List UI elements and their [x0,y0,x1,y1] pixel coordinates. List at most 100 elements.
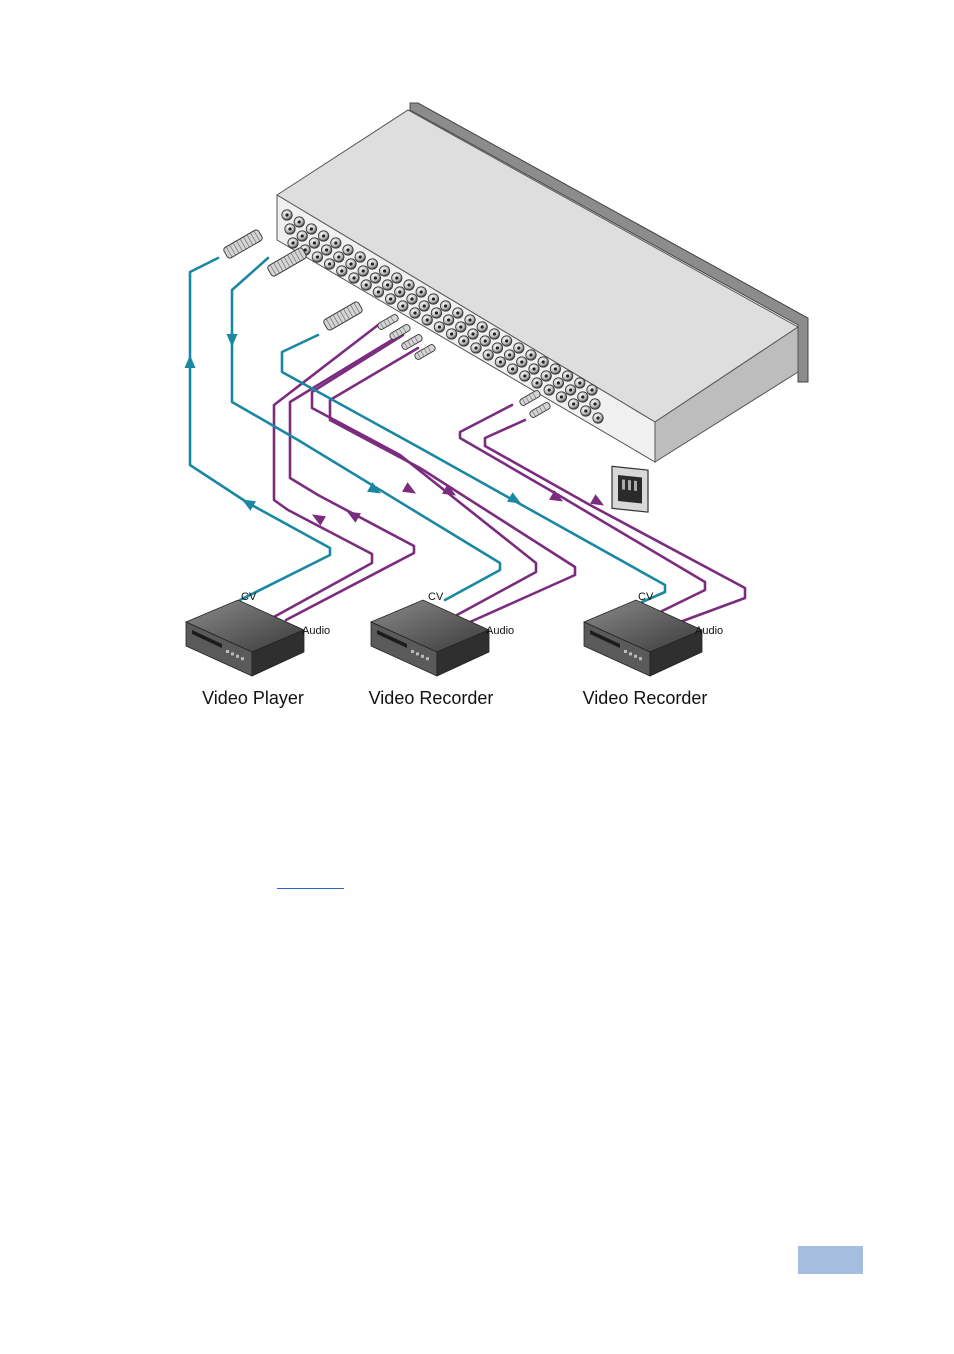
socket-pin [492,332,496,336]
socket-pin [373,276,377,280]
power-socket [611,465,649,513]
socket-pin [395,276,399,280]
cable-recorder1-audio-left [310,333,538,617]
socket-pin [535,381,539,385]
socket-pin [462,339,466,343]
socket-pin [328,262,332,266]
socket-pin [581,395,585,399]
cables [188,256,747,624]
socket-pin [370,262,374,266]
socket-pin [523,374,527,378]
socket-pin [553,367,558,371]
socket-pin [584,409,588,413]
socket-pin [529,353,533,357]
video-arrow [507,492,522,504]
socket-pin [547,388,551,392]
socket-pin [297,220,301,224]
socket-pin [322,234,326,238]
bnc-plug [267,247,307,277]
socket-pin [312,241,316,245]
socket-pin [596,416,600,420]
socket-pin [434,311,438,315]
audio-arrow [346,511,361,523]
socket-pin [410,297,414,301]
socket-pin [383,269,387,273]
audio-arrow [311,514,326,526]
video-arrow [226,334,238,347]
cable-recorder2-cv [280,333,667,604]
hyperlink-underline[interactable] [277,888,344,889]
socket-pin [456,311,460,315]
socket-pin [398,290,402,294]
socket-pin [431,297,435,301]
audio-arrow [590,494,605,506]
socket-pin [544,374,548,378]
socket-pin [471,332,475,336]
bnc-plug [323,301,363,331]
socket-pin [346,248,350,252]
socket-pin [450,332,454,336]
video-arrow [184,355,196,368]
cv-label: CV [638,591,654,603]
rca-plug [377,314,399,330]
socket-pin [480,325,484,329]
cv-label: CV [428,591,444,603]
socket-pin [358,255,362,259]
socket-pin [486,353,490,357]
video-arrow [241,499,256,511]
rca-plug [519,390,541,406]
cv-label: CV [241,591,257,603]
socket-pin [364,283,368,287]
socket-pin [386,283,390,287]
socket-pin [517,346,521,350]
chassis-rack-ear [409,102,809,383]
rca-plug [414,344,436,360]
rca-plug [389,324,411,340]
socket-pin [498,360,502,364]
cable-player-audio-right [284,338,416,622]
rca-plug [401,334,423,350]
socket-pin [352,276,356,280]
cable-player-cv [188,256,332,602]
socket-pin [419,290,423,294]
socket-pin [578,381,582,385]
socket-pin [309,227,313,231]
socket-pin [569,388,573,392]
socket-pin [566,374,570,378]
socket-pin [349,262,353,266]
page-number-box [798,1246,863,1274]
device-name-label: Video Recorder [369,688,494,708]
matrix-switcher-chassis [276,102,809,513]
socket-pin [556,381,561,385]
socket-pin [288,227,292,231]
connector-sockets [281,209,604,424]
socket-pin [422,304,426,308]
audio-arrow [402,482,417,494]
audio-label: Audio [695,625,723,637]
audio-arrow [549,490,564,502]
socket-pin [593,402,597,406]
socket-pin [407,283,411,287]
socket-pin [559,395,564,399]
socket-pin [340,269,344,273]
socket-pin [337,255,341,259]
socket-pin [376,290,380,294]
socket-pin [495,346,499,350]
socket-pin [315,255,319,259]
socket-pin [510,367,515,371]
socket-pin [572,402,576,406]
socket-pin [303,248,307,252]
socket-pin [291,241,295,245]
socket-pin [325,248,329,252]
socket-pin [508,353,512,357]
rca-plug [529,402,551,418]
chassis-side-face [654,326,799,463]
socket-pin [389,297,393,301]
cable-recorder1-audio-right [328,346,577,624]
socket-pin [447,318,451,322]
